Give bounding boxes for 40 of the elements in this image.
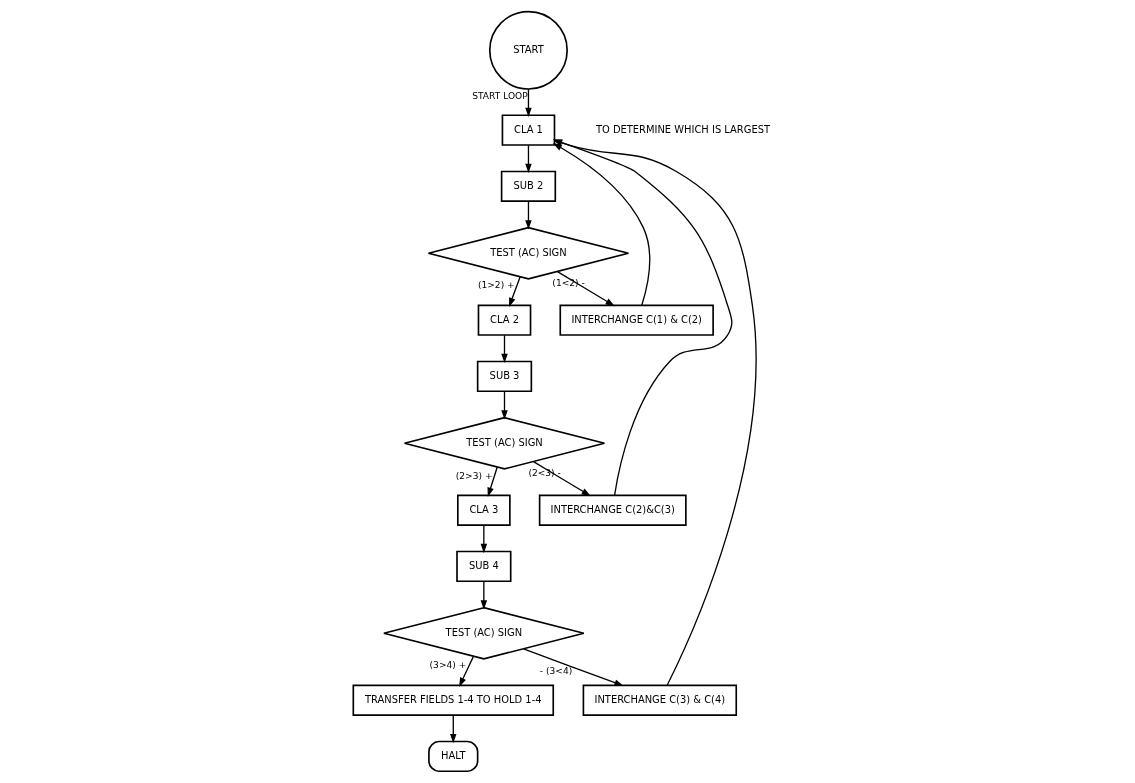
arrow (556, 270, 615, 307)
node-box: INTERCHANGE C(1) & C(2) (559, 304, 714, 336)
node-box: SUB 4 (456, 550, 512, 583)
edge-label: (3>4) + (429, 660, 467, 671)
arrow (532, 460, 591, 497)
arrow (459, 655, 474, 687)
arrow (552, 139, 757, 686)
edge-label: (2<3) - (528, 467, 561, 478)
arrow (450, 714, 457, 744)
arrow (525, 88, 532, 118)
node-box: CLA 2 (477, 304, 532, 336)
edge-label: (1<2) - (552, 277, 585, 288)
arrow (522, 648, 624, 686)
node-box: HALT (428, 740, 479, 773)
arrow (525, 144, 532, 174)
edge-label: - (3<4) (539, 666, 573, 677)
node-box: SUB 3 (476, 360, 533, 393)
arrow (487, 466, 498, 497)
arrow (480, 524, 488, 554)
edge-label: (2>3) + (455, 470, 493, 481)
node-box: INTERCHANGE C(3) & C(4) (582, 684, 738, 716)
arrow (525, 200, 532, 230)
arrow (552, 143, 651, 306)
label: TO DETERMINE WHICH IS LARGEST (595, 123, 771, 135)
node-box: TRANSFER FIELDS 1-4 TO HOLD 1-4 (352, 684, 555, 716)
arrow (480, 580, 488, 610)
node-diamond: TEST (AC) SIGN (403, 416, 606, 470)
node-box: INTERCHANGE C(2)&C(3) (538, 494, 687, 526)
arrow (501, 334, 508, 364)
node-box: SUB 2 (500, 170, 557, 203)
arrow (501, 390, 508, 420)
node-box: CLA 3 (457, 494, 511, 526)
arrow (552, 139, 733, 496)
node-diamond: TEST (AC) SIGN (383, 606, 585, 660)
edge-label: START LOOP (472, 91, 528, 102)
node-diamond: TEST (AC) SIGN (427, 226, 630, 280)
node-circle: START (488, 10, 568, 90)
node-box: CLA 1 (501, 114, 556, 146)
arrow (509, 276, 521, 308)
edge-label: (1>2) + (477, 280, 515, 291)
